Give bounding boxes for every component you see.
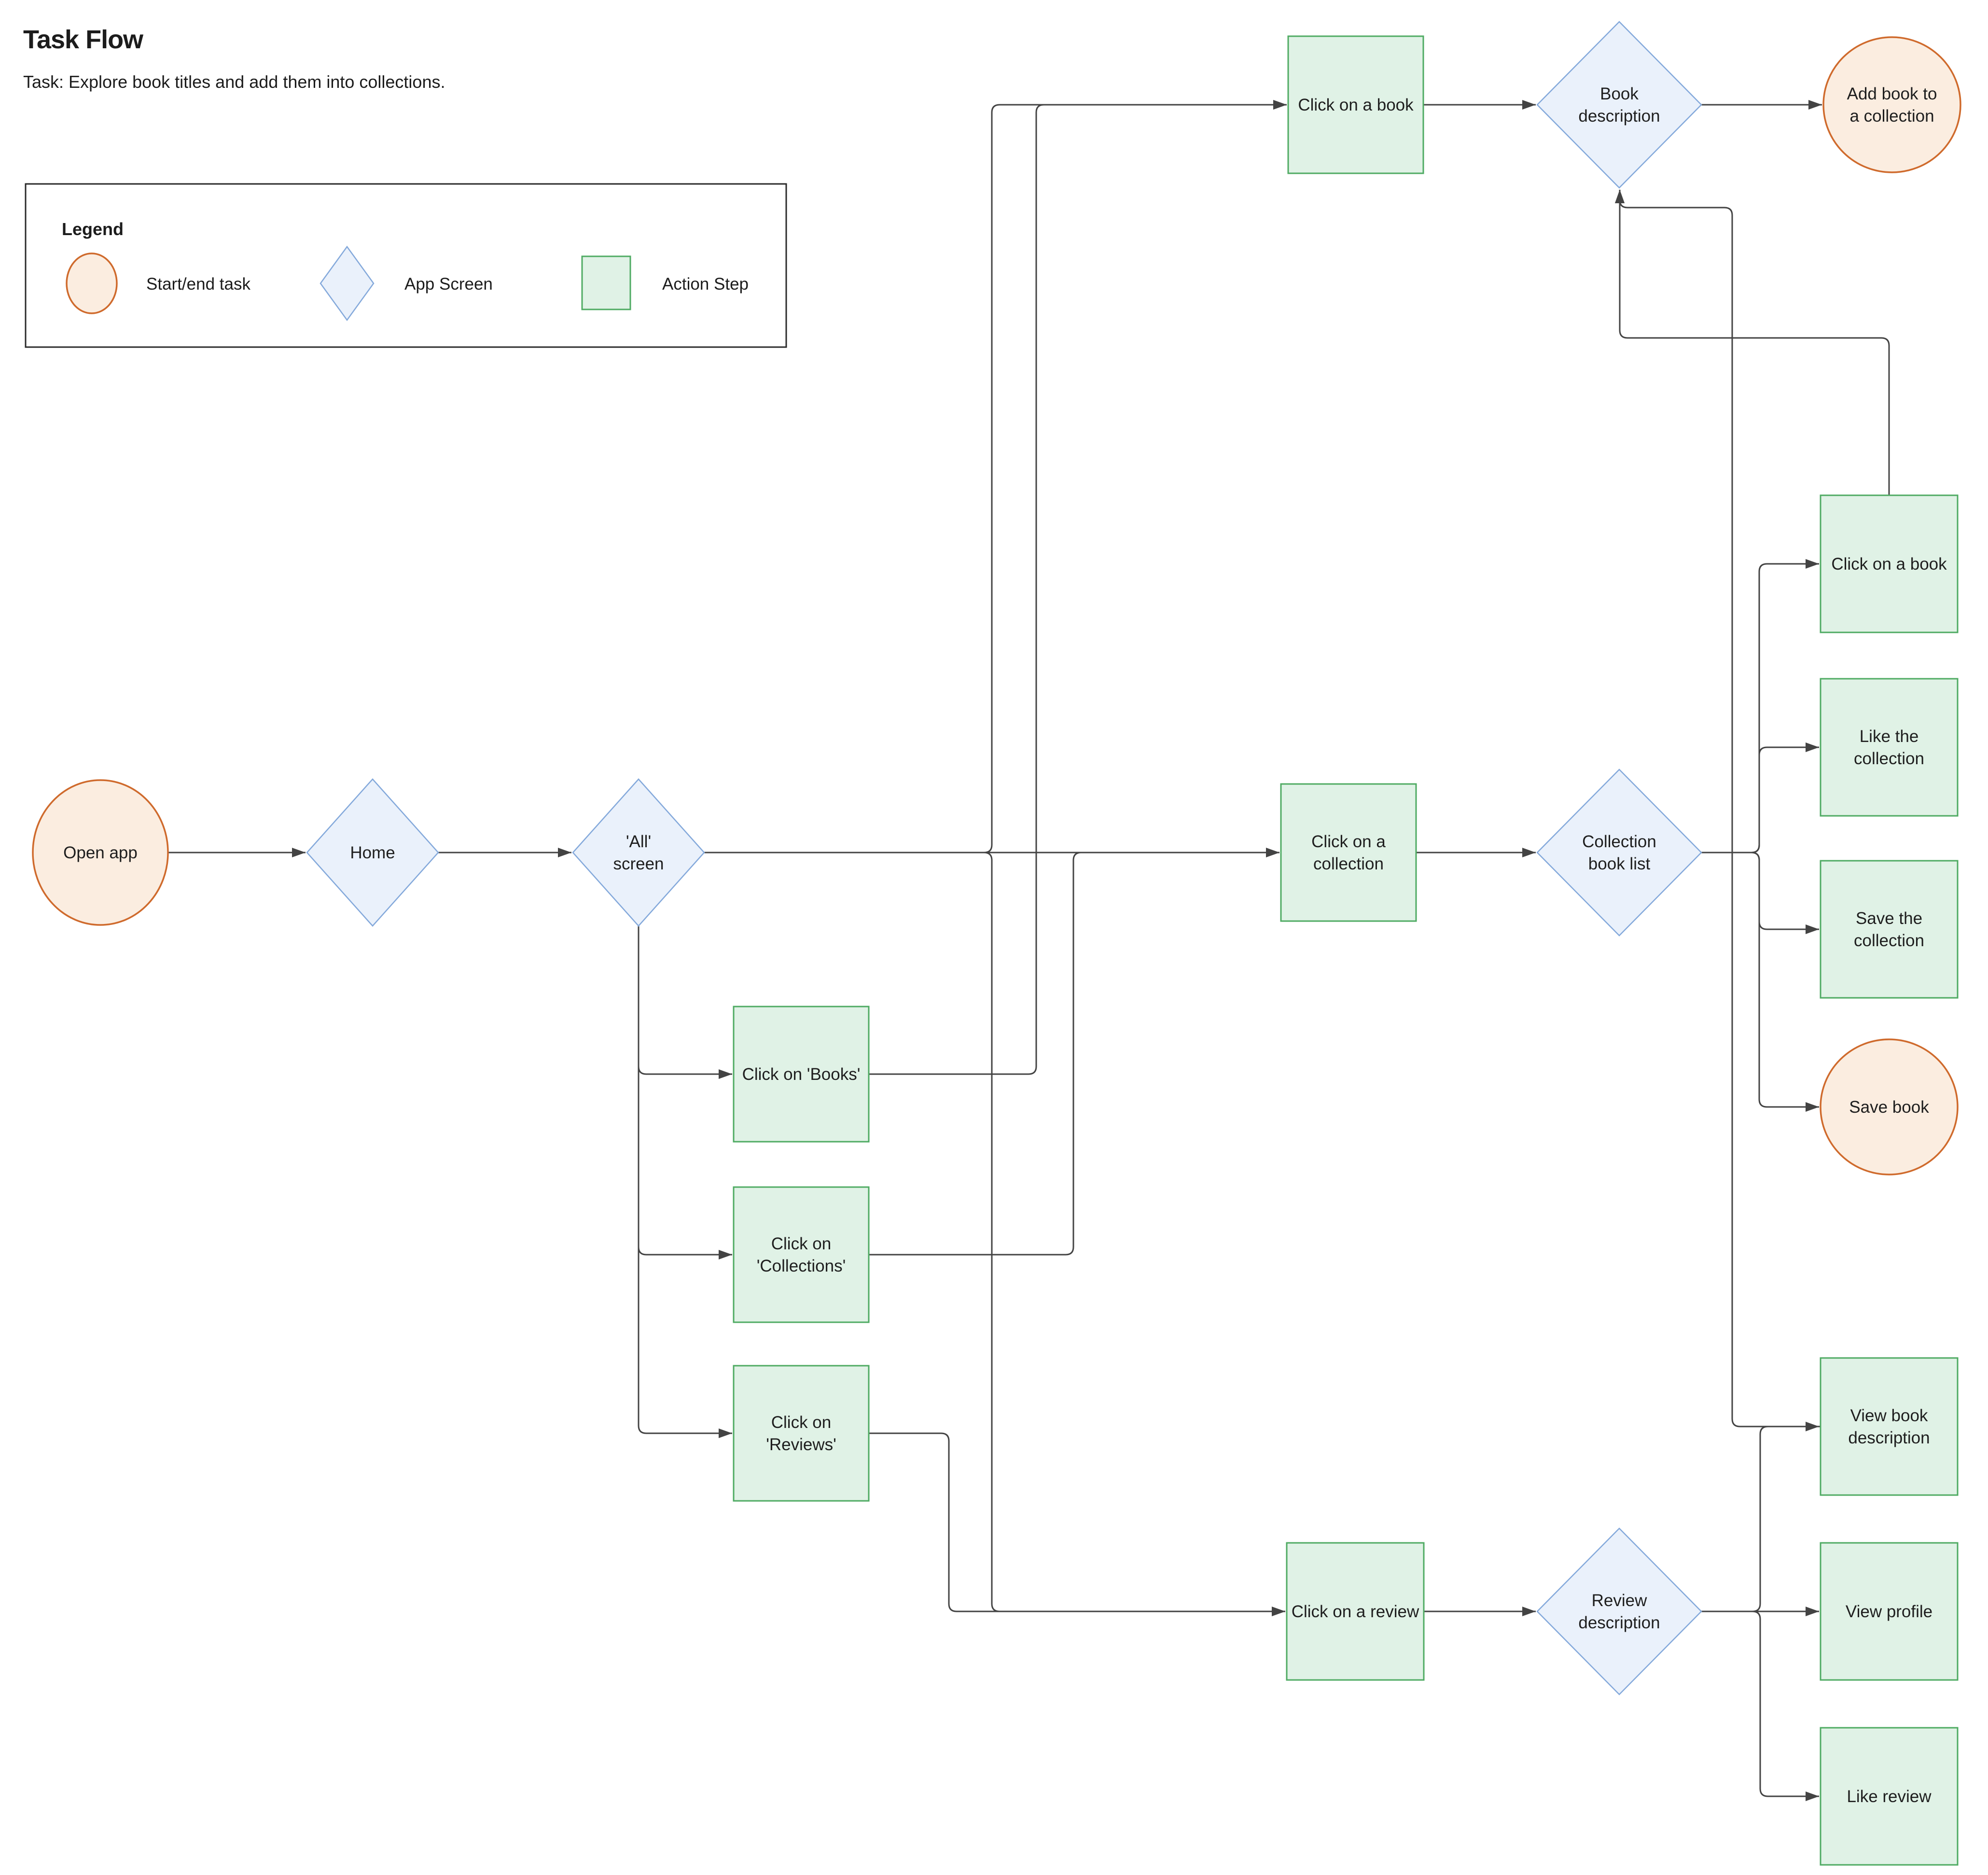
click-book-top-label: Click on a book (1298, 96, 1414, 114)
edge-all-screen-to-click-book-top (704, 100, 1287, 854)
rc-click-book-label: Click on a book (1831, 555, 1947, 574)
like-review-shape (1820, 1727, 1959, 1866)
home-shape (306, 778, 439, 927)
legend-start-end-icon (66, 252, 118, 314)
view-profile-shape (1820, 1542, 1959, 1681)
collection-book-list-shape (1536, 769, 1702, 937)
node-click-reviews-tab: Click on'Reviews' (733, 1365, 870, 1502)
node-save-book: Save book (1820, 1038, 1959, 1175)
like-collection-shape (1820, 678, 1959, 817)
save-book-shape (1820, 1038, 1959, 1175)
like-review-label: Like review (1847, 1787, 1932, 1806)
edge-book-list-to-save-collection (1701, 852, 1819, 934)
page-title: Task Flow (23, 25, 144, 54)
node-click-books-tab: Click on 'Books' (733, 1006, 870, 1143)
save-book-label: Save book (1849, 1098, 1929, 1117)
view-profile-label: View profile (1846, 1602, 1932, 1621)
click-reviews-tab-shape (733, 1365, 870, 1502)
flow-edges (168, 100, 1890, 1801)
click-books-tab-label: Click on 'Books' (742, 1065, 861, 1084)
click-book-top-shape (1287, 35, 1424, 174)
legend-action-step-label: Action Step (662, 275, 749, 294)
node-click-collections-tab: Click on'Collections' (733, 1186, 870, 1323)
flow-nodes: Open app Home 'All'screen Click on a book Bo… (32, 21, 1961, 1866)
edge-rc-click-book-to-description (1615, 190, 1890, 495)
open-app-label: Open app (63, 843, 138, 862)
legend-title: Legend (62, 219, 124, 239)
click-collections-tab-label: Click on'Collections' (757, 1234, 846, 1275)
save-collection-shape (1820, 860, 1959, 999)
home-label: Home (350, 843, 395, 862)
legend-action-step-icon (581, 255, 631, 310)
rc-click-book-shape (1820, 494, 1959, 633)
edge-all-screen-to-collections-tab (638, 926, 732, 1259)
node-home: Home (306, 778, 439, 927)
node-rc-click-book: Click on a book (1820, 494, 1959, 633)
click-books-tab-shape (733, 1006, 870, 1143)
click-review-label: Click on a review (1292, 1602, 1419, 1621)
node-open-app: Open app (32, 779, 169, 926)
edge-book-list-to-like-collection (1701, 742, 1819, 854)
node-view-profile: View profile (1820, 1542, 1959, 1681)
legend-app-screen-icon (320, 245, 375, 322)
review-description-shape (1536, 1527, 1702, 1695)
edge-all-screen-to-books-tab (638, 926, 732, 1079)
click-review-shape (1286, 1542, 1425, 1681)
all-screen-shape (572, 778, 705, 927)
legend: Legend Start/end task App Screen Action … (25, 183, 787, 348)
click-reviews-tab-label: Click on'Reviews' (766, 1413, 836, 1454)
edge-books-tab-to-click-book-top (869, 100, 1287, 1075)
legend-app-screen-label: App Screen (404, 275, 493, 294)
node-click-review: Click on a review (1286, 1542, 1425, 1681)
edge-book-list-to-rc-click-book (1701, 559, 1819, 854)
edge-view-book-desc-to-description (1615, 190, 1821, 1427)
page-subtitle: Task: Explore book titles and add them i… (23, 72, 445, 92)
edge-all-screen-to-reviews-tab (638, 926, 732, 1438)
edge-collections-tab-to-click-collection (869, 848, 1279, 1256)
node-like-review: Like review (1820, 1727, 1959, 1866)
node-click-book-top: Click on a book (1287, 35, 1424, 174)
add-book-collection-shape (1822, 36, 1961, 173)
open-app-shape (32, 779, 169, 926)
click-collections-tab-shape (733, 1186, 870, 1323)
edge-reviews-tab-to-click-review (869, 1432, 1285, 1616)
view-book-description-shape (1820, 1357, 1959, 1496)
all-screen-label: 'All'screen (613, 832, 664, 873)
edge-book-list-to-save-book (1701, 852, 1819, 1112)
click-collection-shape (1280, 783, 1417, 922)
node-all-screen: 'All'screen (572, 778, 705, 927)
edge-review-desc-to-like-review (1701, 1610, 1819, 1801)
legend-box (25, 183, 787, 348)
edge-review-desc-to-view-book-desc (1701, 1422, 1819, 1612)
legend-start-end-label: Start/end task (146, 275, 250, 294)
book-description-shape (1536, 21, 1702, 189)
